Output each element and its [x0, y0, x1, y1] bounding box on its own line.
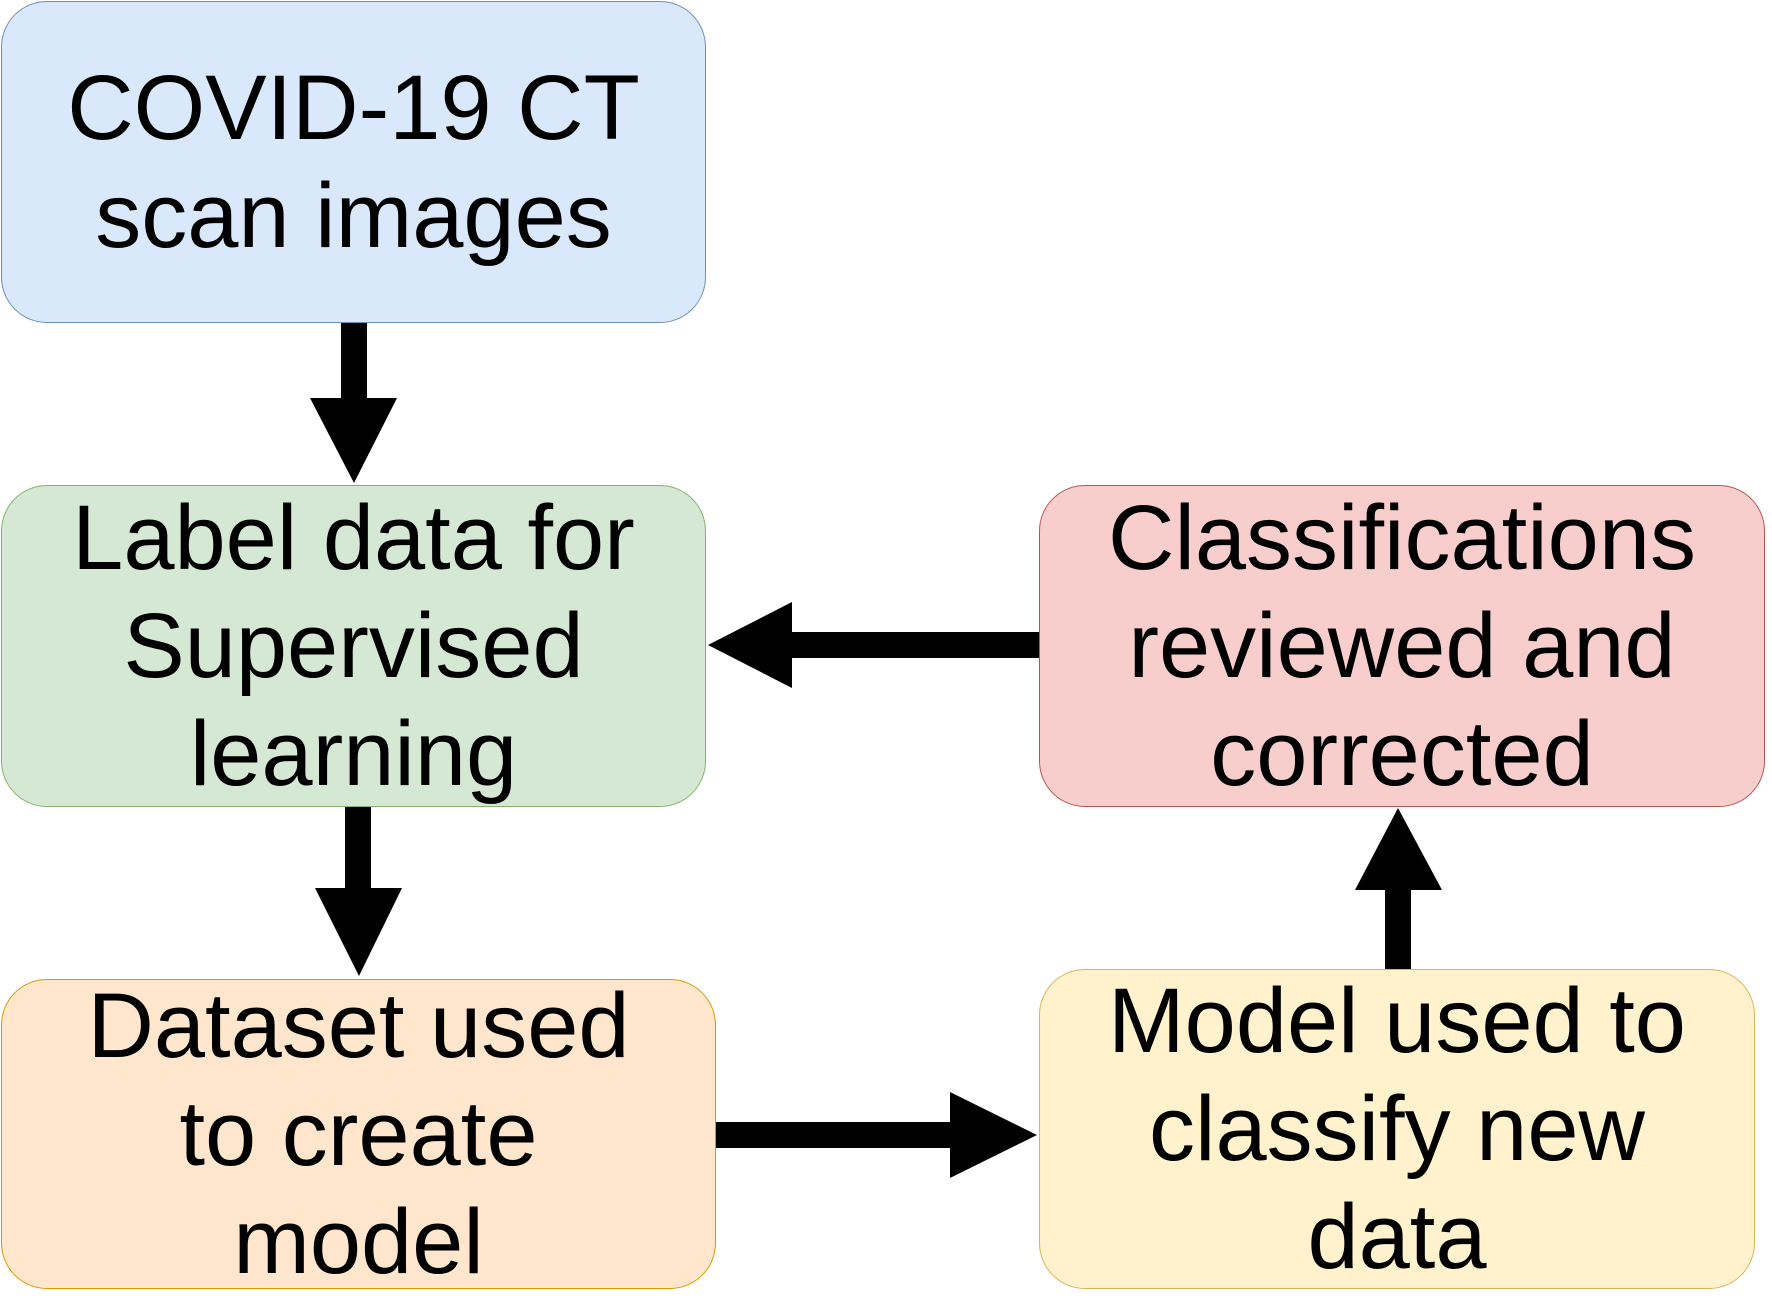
node-covid-ct-scan-images: COVID-19 CT scan images — [1, 1, 706, 323]
node-classifications-reviewed: Classifications reviewed and corrected — [1039, 485, 1765, 807]
node-dataset-create-model: Dataset used to create model — [1, 975, 716, 1293]
node-model-classify: Model used to classify new data — [1039, 969, 1755, 1289]
arrow-model-to-review — [1355, 808, 1442, 969]
arrow-label-to-dataset — [315, 807, 402, 976]
node-label-text: Label data for Supervised learning — [72, 487, 635, 805]
node-label-text: Classifications reviewed and corrected — [1108, 487, 1696, 805]
arrow-covid-to-label — [310, 323, 397, 483]
node-label-text: Dataset used to create model — [87, 975, 630, 1293]
node-label-text: Model used to classify new data — [1108, 970, 1686, 1288]
node-label-data: Label data for Supervised learning — [1, 485, 706, 807]
node-label-text: COVID-19 CT scan images — [67, 57, 640, 267]
arrow-review-to-label — [708, 602, 1039, 688]
arrow-dataset-to-model — [716, 1092, 1037, 1178]
